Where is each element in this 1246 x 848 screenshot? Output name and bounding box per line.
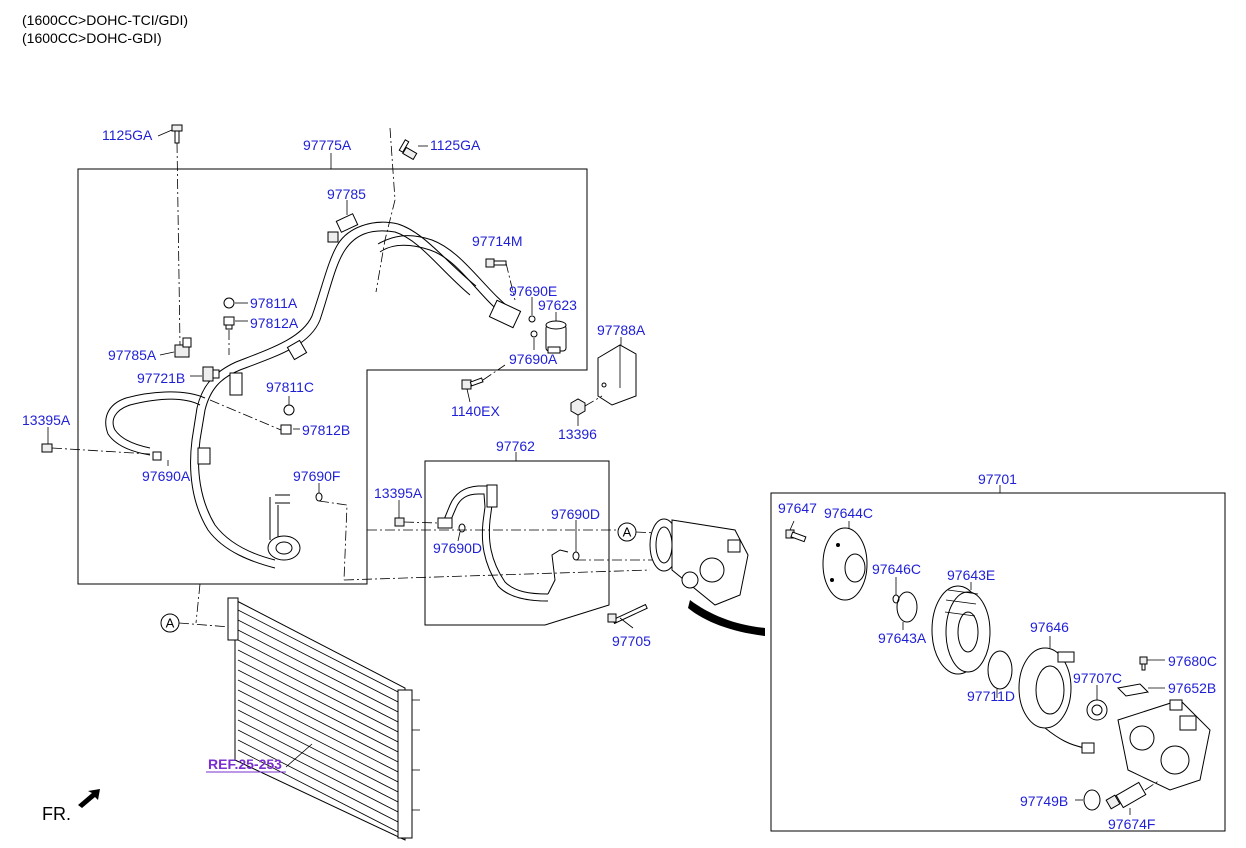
label-97788a[interactable]: 97788A	[597, 322, 646, 338]
valve-97812b[interactable]	[280, 424, 292, 435]
o-ring-97690a-lower[interactable]	[152, 451, 162, 461]
label-97811c[interactable]: 97811C	[266, 379, 314, 395]
clutch-hub-97644c[interactable]	[822, 527, 868, 601]
control-valve-97674f[interactable]	[1105, 781, 1147, 810]
front-direction-label: FR.	[42, 804, 71, 824]
cover-97788a[interactable]	[597, 344, 637, 406]
bolt-13395a-left[interactable]	[41, 443, 53, 453]
label-1140ex[interactable]: 1140EX	[451, 403, 500, 419]
label-97749b[interactable]: 97749B	[1020, 793, 1068, 809]
hose-sleeve	[197, 447, 211, 465]
receiver-drier-97623[interactable]	[545, 320, 567, 354]
snap-ring-97711d[interactable]	[987, 650, 1013, 690]
bolt-97714m[interactable]	[485, 258, 507, 268]
condenser	[227, 597, 420, 841]
label-97652b[interactable]: 97652B	[1168, 680, 1216, 696]
bracket-97785[interactable]	[327, 213, 359, 243]
label-97721b[interactable]: 97721B	[137, 370, 185, 386]
pipe-sleeve	[486, 484, 498, 508]
svg-text:A: A	[623, 524, 632, 539]
label-13396[interactable]: 13396	[558, 426, 597, 442]
label-1125ga-right[interactable]: 1125GA	[430, 137, 481, 153]
svg-text:A: A	[166, 615, 175, 630]
label-97690d-left[interactable]: 97690D	[433, 540, 482, 556]
label-1125ga-left[interactable]: 1125GA	[102, 127, 153, 143]
front-arrow-icon	[78, 789, 100, 808]
label-97643e[interactable]: 97643E	[947, 567, 995, 583]
bracket-97652b[interactable]	[1116, 683, 1150, 697]
engine-spec-line-2: (1600CC>DOHC-GDI)	[22, 30, 162, 46]
label-97785[interactable]: 97785	[327, 186, 366, 202]
discharge-pipe-97762	[437, 484, 569, 602]
label-97812b[interactable]: 97812B	[302, 422, 350, 438]
label-97707c[interactable]: 97707C	[1073, 670, 1122, 686]
hose-assembly-box	[77, 168, 588, 585]
reference-marker-a-left[interactable]: A	[160, 613, 180, 633]
label-97680c[interactable]: 97680C	[1168, 653, 1217, 669]
label-97643a[interactable]: 97643A	[878, 630, 927, 646]
label-97701[interactable]: 97701	[978, 471, 1017, 487]
label-97647[interactable]: 97647	[778, 500, 817, 516]
o-ring-97690f[interactable]	[315, 492, 323, 502]
label-97785a[interactable]: 97785A	[108, 347, 157, 363]
bolt-13395a-mid[interactable]	[394, 517, 405, 527]
bolt-97647[interactable]	[785, 529, 807, 543]
label-97674f[interactable]: 97674F	[1108, 816, 1155, 832]
label-97775a[interactable]: 97775A	[303, 137, 352, 153]
compressor-body-exploded[interactable]	[1117, 699, 1211, 791]
hose-clamp	[286, 339, 308, 361]
bolt-97705[interactable]	[607, 603, 648, 625]
hose-fitting-block	[488, 299, 522, 329]
label-97711d[interactable]: 97711D	[967, 688, 1015, 704]
bolt-1125ga-left[interactable]	[171, 124, 183, 144]
discharge-pipe-box	[424, 460, 610, 626]
label-97714m[interactable]: 97714M	[472, 233, 523, 249]
cap-97811c[interactable]	[283, 404, 295, 416]
label-97705[interactable]: 97705	[612, 633, 651, 649]
reference-marker-a-right[interactable]: A	[617, 522, 637, 542]
bolt-1140ex[interactable]	[461, 377, 484, 390]
label-97646c[interactable]: 97646C	[872, 561, 921, 577]
label-97623[interactable]: 97623	[538, 297, 577, 313]
label-97762[interactable]: 97762	[496, 438, 535, 454]
bolt-1125ga-right[interactable]	[398, 139, 418, 161]
label-97690d-right[interactable]: 97690D	[551, 506, 600, 522]
label-97690a-upper[interactable]: 97690A	[509, 351, 558, 367]
hose-muffler	[267, 494, 301, 561]
pulley-97643e[interactable]	[931, 585, 991, 675]
clip-97785a[interactable]	[174, 337, 192, 358]
label-97690f[interactable]: 97690F	[293, 468, 340, 484]
nut-13396[interactable]	[570, 398, 586, 416]
snap-ring-97643a[interactable]	[896, 591, 918, 623]
pipe-fitting-left	[437, 517, 453, 529]
compressor-exploded-box	[770, 492, 1226, 832]
pressure-switch-97721b[interactable]	[202, 366, 220, 382]
valve-97812a[interactable]	[223, 316, 235, 330]
bearing-97707c[interactable]	[1086, 699, 1108, 721]
label-97690a-lower[interactable]: 97690A	[142, 468, 191, 484]
o-ring-97749b[interactable]	[1083, 789, 1101, 811]
compressor-assembly[interactable]	[649, 518, 765, 636]
cap-97811a[interactable]	[223, 297, 235, 309]
o-ring-97690d-right[interactable]	[572, 551, 580, 561]
field-coil-97646[interactable]	[1018, 647, 1095, 754]
o-ring-97690d-left[interactable]	[458, 523, 466, 533]
hose-joint	[229, 372, 243, 396]
bolt-97680c[interactable]	[1139, 656, 1148, 671]
o-ring-97690a-upper[interactable]	[530, 330, 538, 338]
engine-spec-line-1: (1600CC>DOHC-TCI/GDI)	[22, 12, 188, 28]
label-97811a[interactable]: 97811A	[250, 295, 298, 311]
reference-link-25-253[interactable]: REF.25-253	[208, 756, 282, 772]
label-97690e[interactable]: 97690E	[509, 283, 557, 299]
label-97644c[interactable]: 97644C	[824, 505, 873, 521]
label-13395a-mid[interactable]: 13395A	[374, 485, 423, 501]
o-ring-97690e[interactable]	[528, 315, 536, 323]
discharge-hose	[105, 235, 516, 456]
label-13395a-left[interactable]: 13395A	[22, 412, 71, 428]
label-97812a[interactable]: 97812A	[250, 315, 299, 331]
label-97646[interactable]: 97646	[1030, 619, 1069, 635]
